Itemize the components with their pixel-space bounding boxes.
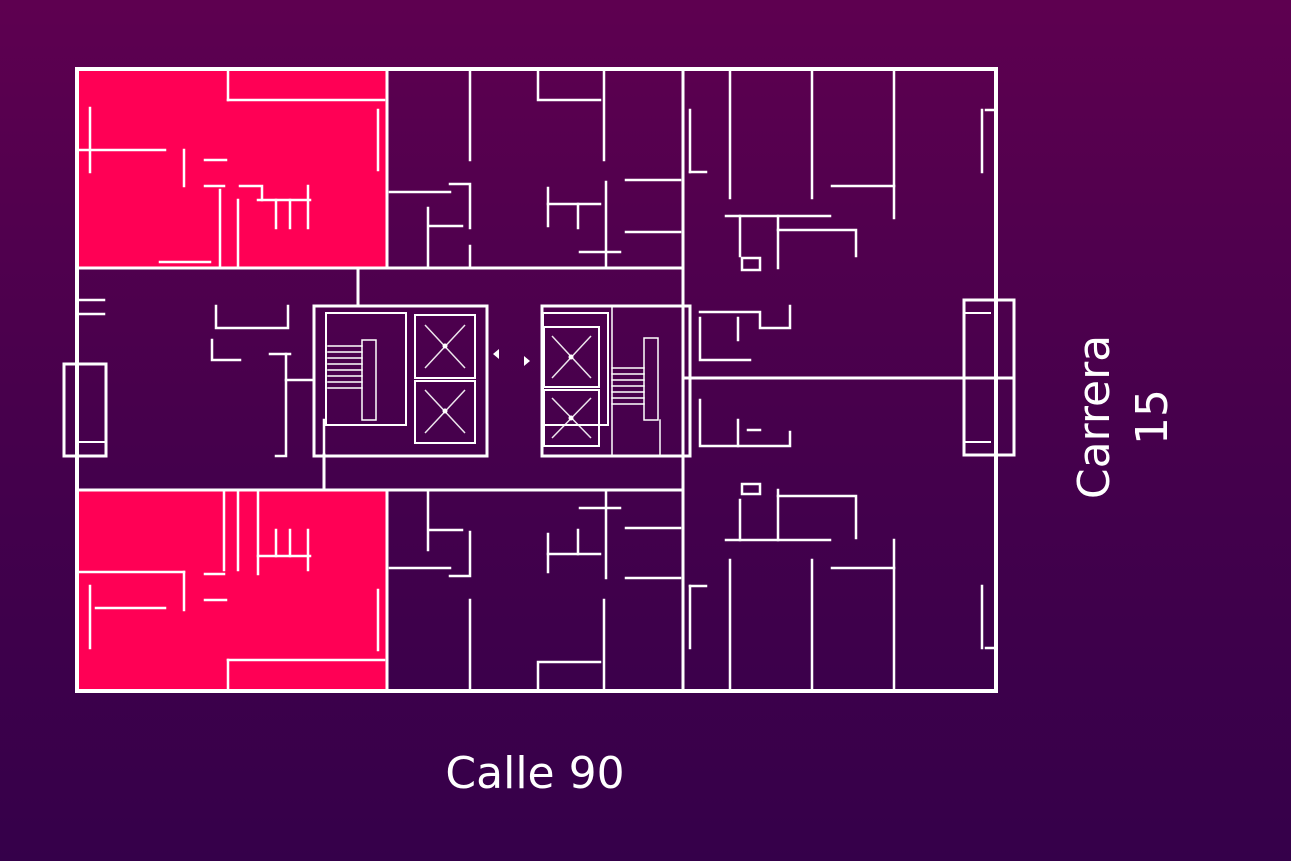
elevator-centers [442,343,574,421]
elevator [414,314,476,379]
interior-walls-west [78,298,326,492]
street-label-right-line2: 15 [1127,389,1178,445]
interior-walls-top-middle [388,70,682,270]
interior-walls-east-core [698,304,792,448]
street-label-right-line1: Carrera [1069,334,1120,500]
balcony-left [62,362,108,458]
interior-walls-bottom-middle [388,488,682,690]
core-right [540,304,692,458]
interior-walls-top-left [78,70,386,270]
unit-top-left-highlight[interactable] [78,70,386,268]
elevator [414,380,476,444]
street-label-right: Carrera 15 [1066,335,1182,499]
floor-plan-walls [62,67,1016,693]
interior-walls-bottom-right [688,482,998,690]
elevator [543,326,600,388]
elevator [543,389,600,447]
interior-walls-bottom-left [78,488,386,690]
stairs-left [327,339,377,421]
street-label-bottom: Calle 90 [445,748,625,799]
interior-walls-top-right [688,70,998,272]
unit-bottom-left-highlight[interactable] [78,491,386,690]
arrow-left-icon [493,349,499,359]
arrow-right-icon [524,356,530,366]
stairs-right [611,305,661,456]
building-outline [75,67,998,693]
balcony-right [962,298,1016,457]
